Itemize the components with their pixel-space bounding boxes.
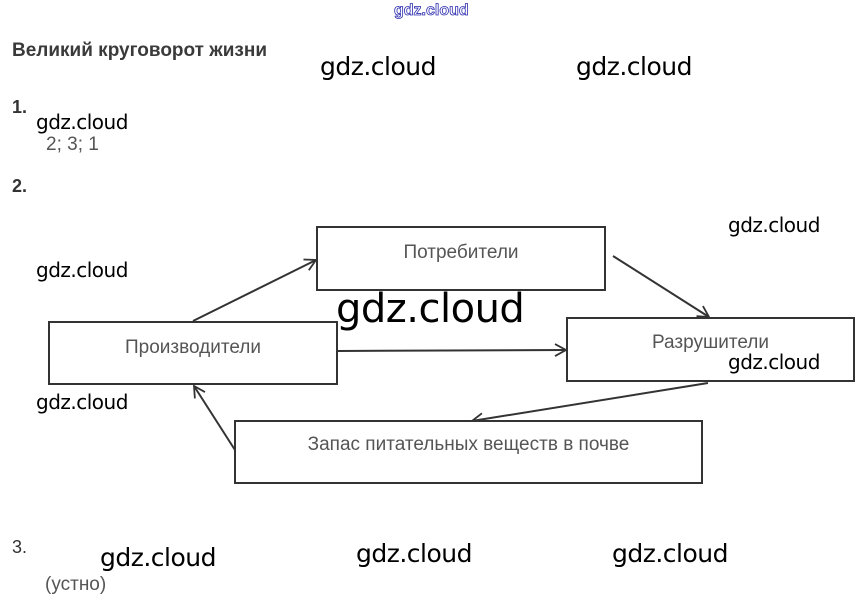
arrow-consumers-to-decomposers	[612, 255, 711, 319]
node-producers: Производители	[48, 321, 338, 385]
arrow-producers-to-consumers	[192, 258, 318, 322]
watermark: gdz.cloud	[36, 110, 128, 134]
task-1-answer: 2; 3; 1	[46, 134, 99, 155]
watermark: gdz.cloud	[612, 539, 729, 568]
task-3-answer: (устно)	[45, 574, 107, 595]
node-soil: Запас питательных веществ в почве	[234, 420, 703, 484]
task-2-number: 2.	[12, 176, 28, 196]
watermark: gdz.cloud	[728, 213, 820, 237]
page-title: Великий круговорот жизни	[12, 40, 267, 61]
arrow-soil-to-producers	[192, 384, 236, 451]
watermark: gdz.cloud	[356, 539, 473, 568]
node-producers-label: Производители	[125, 337, 261, 358]
watermark: gdz.cloud	[36, 258, 128, 282]
watermark: gdz.cloud	[100, 543, 217, 572]
node-soil-label: Запас питательных веществ в почве	[307, 434, 630, 455]
watermark: gdz.cloud	[336, 286, 525, 332]
watermark: gdz.cloud	[320, 52, 437, 81]
task-3-number: 3.	[12, 537, 28, 557]
watermark: gdz.cloud	[36, 390, 128, 414]
node-decomposers-label: Разрушители	[652, 332, 769, 353]
task-1-number: 1.	[12, 97, 28, 117]
node-consumers-label: Потребители	[403, 242, 519, 263]
watermark: gdz.cloud	[576, 52, 693, 81]
arrow-producers-to-decomposers	[337, 343, 568, 357]
watermark-top: gdz.cloud	[394, 2, 469, 20]
watermark: gdz.cloud	[728, 350, 820, 374]
arrow-decomposers-to-soil	[470, 382, 709, 427]
node-consumers: Потребители	[316, 226, 606, 291]
node-decomposers: Разрушители	[566, 317, 855, 382]
